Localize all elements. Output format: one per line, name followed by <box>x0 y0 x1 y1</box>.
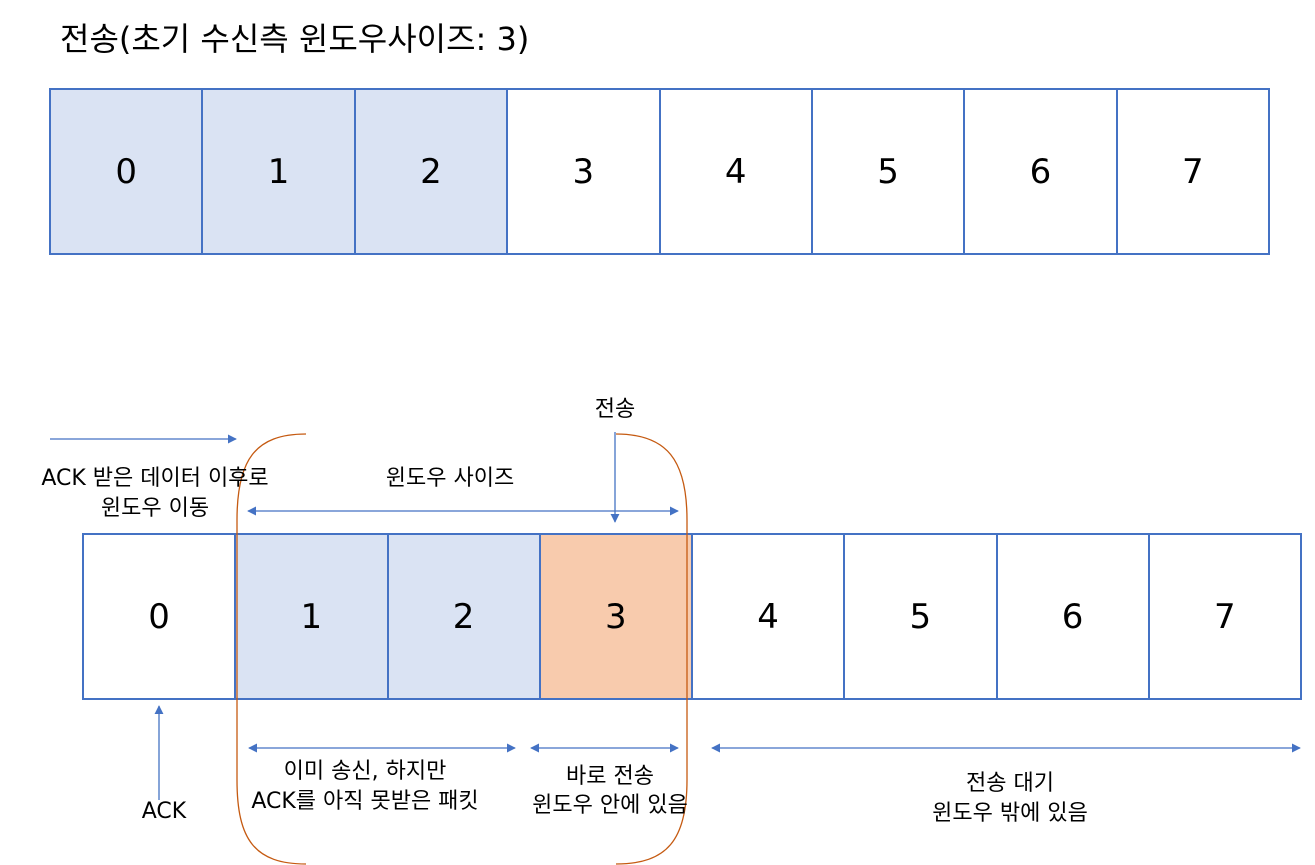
bottom-cell-4: 4 <box>691 533 846 700</box>
in-window-label-line2: 윈도우 안에 있음 <box>532 793 688 818</box>
top-cell-label: 3 <box>572 151 595 192</box>
outside-window-label-line1: 전송 대기 <box>966 771 1054 796</box>
bottom-cell-label: 7 <box>1214 596 1236 637</box>
top-cell-0: 0 <box>49 88 204 255</box>
bottom-cell-label: 2 <box>452 596 475 637</box>
bottom-cell-0: 0 <box>82 533 237 700</box>
top-cell-label: 2 <box>420 151 442 192</box>
send-label: 전송 <box>594 397 636 422</box>
window-move-label-line2: 윈도우 이동 <box>100 496 210 521</box>
top-window-row: 0 1 2 3 4 5 6 7 <box>49 88 1270 255</box>
bottom-cell-label: 0 <box>148 596 170 637</box>
bottom-cell-6: 6 <box>995 533 1150 700</box>
window-bracket-left <box>236 433 307 865</box>
ack-label: ACK <box>141 799 187 824</box>
bottom-cell-2: 2 <box>386 533 541 700</box>
bottom-window-row: 0 1 2 3 4 5 6 7 <box>82 533 1302 700</box>
top-cell-7: 7 <box>1115 88 1270 255</box>
diagram-title: 전송(초기 수신측 윈도우사이즈: 3) <box>60 20 530 58</box>
top-cell-label: 4 <box>724 151 747 192</box>
bottom-cell-label: 6 <box>1061 596 1084 637</box>
bottom-cell-label: 1 <box>300 596 323 637</box>
bottom-cell-1: 1 <box>234 533 389 700</box>
top-cell-label: 0 <box>115 151 137 192</box>
window-move-label-line1: ACK 받은 데이터 이후로 <box>41 466 269 491</box>
window-bracket-right <box>615 433 688 865</box>
top-cell-6: 6 <box>963 88 1118 255</box>
top-cell-label: 6 <box>1029 151 1052 192</box>
top-cell-label: 1 <box>267 151 290 192</box>
sent-unacked-label-line2: ACK를 아직 못받은 패킷 <box>251 789 479 814</box>
top-cell-label: 7 <box>1181 151 1204 192</box>
bottom-cell-label: 3 <box>605 596 627 637</box>
bottom-cell-label: 5 <box>909 596 932 637</box>
bottom-cell-label: 4 <box>757 596 779 637</box>
top-cell-5: 5 <box>810 88 966 255</box>
top-cell-label: 5 <box>877 151 899 192</box>
bottom-cell-5: 5 <box>843 533 998 700</box>
sent-unacked-label-line1: 이미 송신, 하지만 <box>283 759 447 784</box>
top-cell-2: 2 <box>353 88 509 255</box>
in-window-label-line1: 바로 전송 <box>566 764 654 789</box>
window-size-label: 윈도우 사이즈 <box>385 466 515 491</box>
outside-window-label-line2: 윈도우 밖에 있음 <box>932 801 1088 826</box>
bottom-cell-7: 7 <box>1147 533 1302 700</box>
